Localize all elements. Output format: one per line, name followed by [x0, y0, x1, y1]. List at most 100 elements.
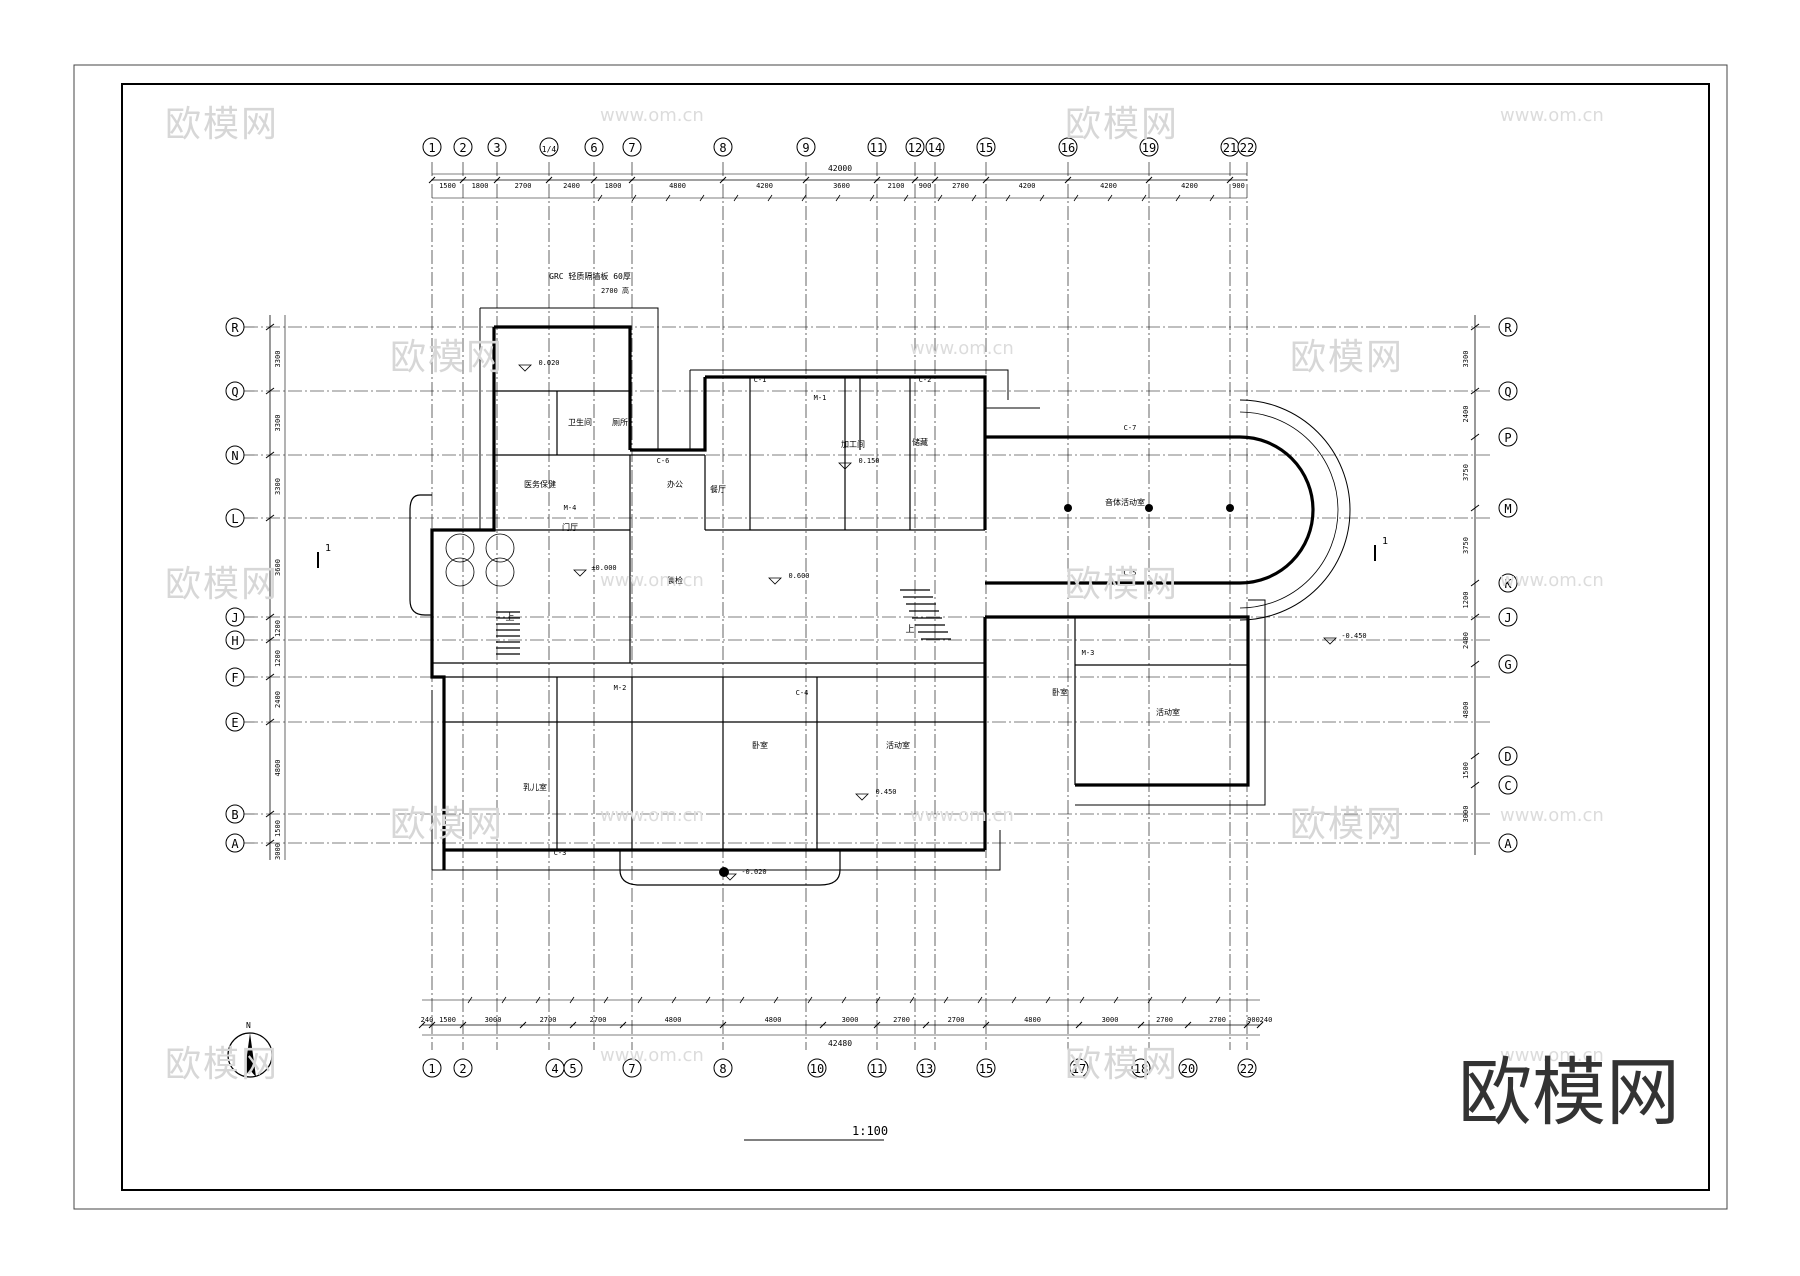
axis-label-bottom: 17: [1072, 1062, 1086, 1076]
dim-text-bottom: 240: [421, 1016, 434, 1024]
dim-text-top: 2700: [952, 182, 969, 190]
dim-tick-fine: [705, 996, 711, 1004]
axis-label-right: R: [1504, 321, 1512, 335]
door-tag: M-3: [1082, 649, 1095, 657]
dim-text-left: 2400: [274, 691, 282, 708]
dim-tick: [590, 176, 598, 184]
axis-label-left: B: [231, 808, 238, 822]
window-tag: C-3: [554, 849, 567, 857]
axis-label-left: H: [231, 634, 238, 648]
dim-tick-fine: [807, 996, 813, 1004]
axis-bubble-bottom: [976, 1058, 996, 1078]
dim-text-bottom: 2700: [948, 1016, 965, 1024]
dim-text-top: 2400: [563, 182, 580, 190]
section-label: 1: [1382, 536, 1388, 547]
dim-tick-fine: [971, 194, 977, 202]
axis-bubble-top: [976, 137, 996, 157]
axis-label-left: L: [231, 512, 238, 526]
dim-tick: [1184, 1021, 1192, 1029]
dim-text-left: 3300: [274, 351, 282, 368]
axis-label-right: J: [1504, 611, 1511, 625]
dim-total-top: 42000: [828, 164, 852, 173]
dim-tick: [428, 176, 436, 184]
axis-bubble-left: [225, 445, 245, 465]
brand-logo: 欧模网: [1458, 1050, 1680, 1136]
room-label-bedroom-1: 卧室: [752, 740, 768, 750]
watermark-url: www.om.cn: [1500, 805, 1604, 826]
axis-label-bottom: 10: [810, 1062, 824, 1076]
axis-label-left: A: [231, 837, 239, 851]
room-label-medical: 医务保健: [524, 479, 556, 489]
dim-tick-fine: [1107, 194, 1113, 202]
axis-bubble-right: [1498, 654, 1518, 674]
axis-bubble-top: [796, 137, 816, 157]
watermark-url: www.om.cn: [600, 805, 704, 826]
dim-tick: [1243, 1021, 1251, 1029]
column-dot: [719, 867, 729, 877]
axis-label-bottom: 11: [870, 1062, 884, 1076]
dim-tick: [1145, 176, 1153, 184]
dim-text-top: 4200: [1100, 182, 1117, 190]
axis-label-left: F: [231, 671, 238, 685]
note-height: 2700 高: [601, 286, 629, 295]
axis-bubble-top: [584, 137, 604, 157]
axis-bubble-top: [1058, 137, 1078, 157]
dim-text-top: 900: [919, 182, 932, 190]
dim-tick: [619, 1021, 627, 1029]
dim-text-bottom: 3000: [1102, 1016, 1119, 1024]
north-arrow-icon: N: [227, 1021, 273, 1078]
axis-bubble-left: [225, 712, 245, 732]
dim-text-right: 3300: [1462, 351, 1470, 368]
axis-bubble-bottom: [1237, 1058, 1257, 1078]
entrance-canopy: [619, 850, 841, 886]
dim-text-right: 1500: [1462, 762, 1470, 779]
dim-tick-fine: [773, 996, 779, 1004]
axis-bubble-top: [622, 137, 642, 157]
watermark-brand: 欧模网: [1290, 337, 1405, 378]
watermark-brand: 欧模网: [390, 804, 505, 845]
dim-text-top: 4200: [1181, 182, 1198, 190]
dim-text-bottom: 240: [1260, 1016, 1273, 1024]
axis-label-bottom: 22: [1240, 1062, 1254, 1076]
axis-label-bottom: 1: [428, 1062, 435, 1076]
dim-text-top: 4800: [669, 182, 686, 190]
dim-tick-fine: [909, 996, 915, 1004]
dim-text-bottom: 2700: [1156, 1016, 1173, 1024]
dim-tick-fine: [603, 996, 609, 1004]
axis-label-top: 1/4: [542, 145, 557, 154]
dim-text-top: 1800: [605, 182, 622, 190]
axis-label-left: J: [231, 611, 238, 625]
dim-tick: [265, 613, 275, 621]
dim-tick-fine: [569, 996, 575, 1004]
axis-label-top: 2: [459, 141, 466, 155]
dim-tick: [265, 718, 275, 726]
dim-tick: [1470, 660, 1480, 668]
dim-tick: [265, 514, 275, 522]
watermark-url: www.om.cn: [910, 338, 1014, 359]
window-tag: C-7: [1124, 424, 1137, 432]
axis-bubble-top: [1237, 137, 1257, 157]
axis-label-left: E: [231, 716, 238, 730]
watermark-url: www.om.cn: [1500, 105, 1604, 126]
dim-tick: [873, 176, 881, 184]
watermark-url: www.om.cn: [1500, 1045, 1604, 1066]
dim-text-bottom: 900: [1247, 1016, 1260, 1024]
door-tag: M-1: [814, 394, 827, 402]
axis-label-left: N: [231, 449, 238, 463]
dim-tick: [265, 673, 275, 681]
dim-tick-fine: [1147, 996, 1153, 1004]
axis-bubble-bottom: [867, 1058, 887, 1078]
axis-bubble-bottom: [563, 1058, 583, 1078]
dim-text-left: 3600: [274, 559, 282, 576]
dim-tick-fine: [835, 194, 841, 202]
dim-text-top: 2700: [515, 182, 532, 190]
axis-label-bottom: 20: [1181, 1062, 1195, 1076]
stair-up-label: 上: [505, 612, 514, 623]
axis-bubble-left: [225, 508, 245, 528]
dim-total-bottom: 42480: [828, 1039, 852, 1048]
dim-text-bottom: 2700: [540, 1016, 557, 1024]
dim-tick: [1470, 433, 1480, 441]
level-mark-icon: [768, 577, 782, 585]
dim-tick-fine: [1181, 996, 1187, 1004]
